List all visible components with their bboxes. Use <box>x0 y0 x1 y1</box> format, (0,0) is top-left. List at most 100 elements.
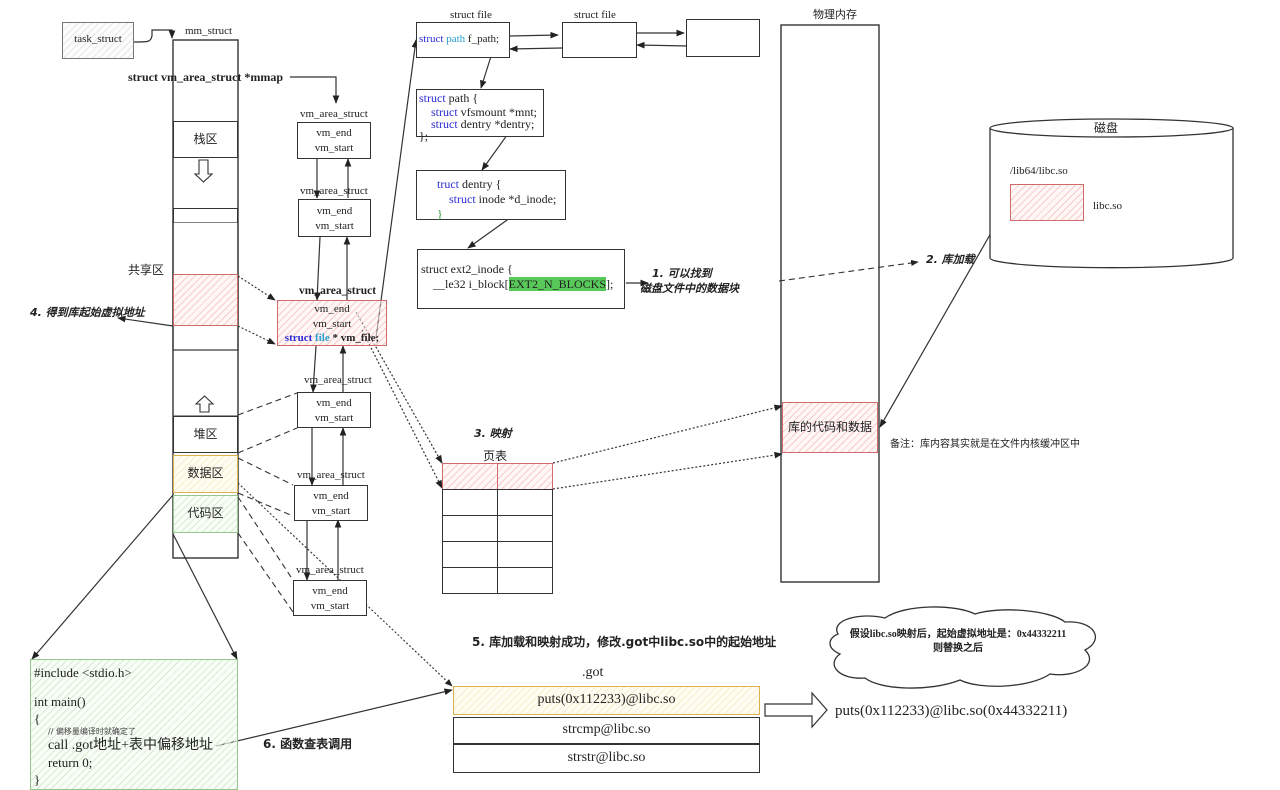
got-entry-label: strcmp@libc.so <box>562 722 651 737</box>
struct-path-line: struct vfsmount *mnt; <box>431 105 538 119</box>
code-line: } <box>34 772 41 787</box>
task-to-mm-arrow <box>132 29 176 43</box>
page-table <box>442 463 553 594</box>
struct-file-box: struct path f_path; <box>416 22 510 58</box>
got-title: .got <box>582 665 604 680</box>
pagetable-to-mem-dotted <box>552 404 783 464</box>
libc-file-block <box>1010 184 1084 221</box>
task-struct-label: task_struct <box>74 33 122 45</box>
memory-note: 备注：库内容其实就是在文件内核缓冲区中 <box>890 439 1080 450</box>
vm-start-field: vm_start <box>311 505 351 517</box>
data-region-label: 数据区 <box>187 466 224 480</box>
vma-title: vm_area_struct <box>300 185 368 197</box>
step4-label: 4. 得到库起始虚拟地址 <box>30 306 145 319</box>
mmap-field: struct vm_area_struct *mmap <box>128 70 284 84</box>
code-line: { <box>34 711 41 726</box>
struct-path-line: struct path { <box>419 91 479 105</box>
vma-title: vm_area_struct <box>296 564 364 576</box>
step5-label: 5. 库加载和映射成功，修改.got中libc.so中的起始地址 <box>472 635 777 649</box>
f-path-field: struct path f_path; <box>419 33 500 45</box>
ext2-inode-line: struct ext2_inode { <box>421 262 513 276</box>
heap-region: 堆区 <box>173 416 238 453</box>
code-line: #include <stdio.h> <box>34 665 132 680</box>
vm-end-field: vm_end <box>316 127 352 139</box>
struct-file-title-2: struct file <box>574 9 616 21</box>
vm-end-field: vm_end <box>312 585 348 597</box>
shared-region <box>173 274 238 326</box>
step1-label-line2: 磁盘文件中的数据块 <box>640 282 739 295</box>
code-expand-arrow <box>31 494 174 660</box>
mmap-arrow <box>290 76 340 104</box>
code-call-line: call .got地址+表中偏移地址 <box>48 738 213 753</box>
code-line-blank <box>34 681 234 693</box>
vm-start-field: vm_start <box>312 318 352 330</box>
heap-up-arrow-icon <box>194 395 215 413</box>
cloud-shape <box>829 606 1097 689</box>
stack-down-arrow-icon <box>193 159 214 183</box>
cloud-line1: 假设libc.so映射后，起始虚拟地址是：0x44332211 <box>849 629 1067 640</box>
page-table-entry <box>442 515 498 542</box>
struct-path-line: struct dentry *dentry; <box>431 117 535 131</box>
heap-to-vma-dashed <box>237 392 298 416</box>
source-code-box: #include <stdio.h> int main() { // 偏移量编译… <box>30 659 238 790</box>
vm-area-struct: vm_end vm_start <box>294 485 368 521</box>
got-entry-strstr: strstr@libc.so <box>453 744 760 773</box>
cloud-line2: 则替换之后 <box>933 643 983 654</box>
task-struct-box: task_struct <box>62 22 134 59</box>
code-line: return 0; <box>48 755 93 770</box>
page-table-entry <box>497 515 553 542</box>
vm-area-struct: vm_end vm_start <box>297 122 371 159</box>
vm-file-arrow <box>375 39 419 339</box>
replace-arrow-icon <box>764 691 828 729</box>
vm-start-field: vm_start <box>315 220 354 232</box>
step2-dashed-arrow <box>778 259 919 282</box>
disk-cylinder <box>989 118 1234 269</box>
struct-path-line: }; <box>419 129 429 143</box>
heap-to-vma-dashed <box>237 427 298 454</box>
step1-label: 1. 可以找到 <box>652 267 712 280</box>
file-prev-arrow <box>509 45 563 53</box>
shared-map-dotted <box>237 275 276 301</box>
stack-region: 栈区 <box>173 121 238 158</box>
dentry-arrow <box>481 130 511 171</box>
ext2-inode-box: struct ext2_inode { __le32 i_block[EXT2_… <box>417 249 625 309</box>
page-table-entry <box>442 489 498 516</box>
page-table-entry-mapped <box>442 463 498 490</box>
vm-area-struct-libc: vm_end vm_start struct file * vm_file; <box>277 300 387 346</box>
struct-file-box-3 <box>686 19 760 57</box>
vma-link <box>314 236 321 301</box>
vm-start-field: vm_start <box>314 142 354 154</box>
page-table-entry <box>497 567 553 594</box>
got-entry-label: puts(0x112233)@libc.so <box>537 692 676 707</box>
mm-struct-title: mm_struct <box>185 25 233 37</box>
call-to-got-arrow <box>215 688 453 747</box>
page-table-entry <box>497 489 553 516</box>
shared-map-dotted <box>237 325 276 345</box>
code-expand-arrow <box>172 533 238 660</box>
shared-region-label: 共享区 <box>128 263 165 277</box>
struct-path-box: struct path { struct vfsmount *mnt; stru… <box>416 89 544 142</box>
stack-gap-divider <box>173 208 238 222</box>
heap-region-label: 堆区 <box>193 427 218 441</box>
lib-memory-region: 库的代码和数据 <box>782 402 878 453</box>
lib-memory-label: 库的代码和数据 <box>787 420 872 434</box>
data-to-got-dotted <box>237 482 453 687</box>
code-comment: // 偏移量编译时就确定了 <box>48 727 136 736</box>
vma-title: vm_area_struct <box>299 285 377 297</box>
page-table-entry-mapped <box>497 463 553 490</box>
code-region: 代码区 <box>173 495 238 533</box>
libc-file-label: libc.so <box>1093 200 1123 212</box>
vm-area-struct: vm_end vm_start <box>297 392 371 428</box>
disk-to-memory-arrow <box>879 197 1012 428</box>
replaced-got-entry: puts(0x112233)@libc.so(0x44332211) <box>835 703 1068 719</box>
vm-end-field: vm_end <box>313 490 349 502</box>
vm-start-field: vm_start <box>310 600 350 612</box>
code-to-vma-dashed <box>237 496 294 581</box>
vma-link <box>310 345 317 393</box>
vm-start-field: vm_start <box>314 412 354 424</box>
dentry-line: struct inode *d_inode; <box>449 192 557 206</box>
vma-to-pagetable-dotted <box>361 329 443 489</box>
step2-label: 2. 库加载 <box>926 253 975 266</box>
dentry-line: } <box>437 207 443 221</box>
physical-memory-title: 物理内存 <box>813 8 857 21</box>
